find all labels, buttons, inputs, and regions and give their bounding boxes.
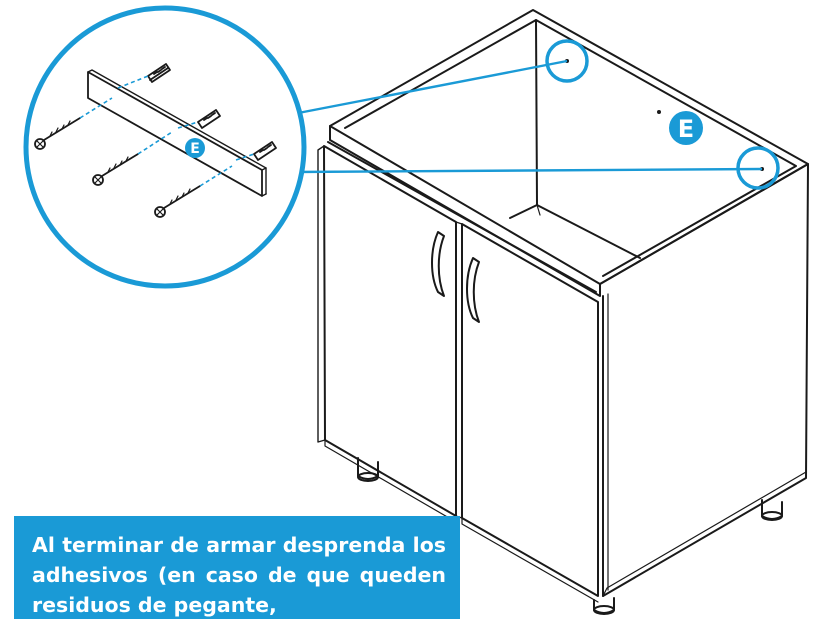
wall-plug-2 xyxy=(197,109,221,129)
cabinet xyxy=(327,9,809,597)
guide-lines xyxy=(79,75,255,187)
cabinet-top-rim xyxy=(329,9,809,285)
cabinet-legs xyxy=(357,457,783,615)
cabinet-inner-corner xyxy=(535,19,538,206)
screw-2 xyxy=(92,153,139,186)
cabinet-top-inner-rim xyxy=(344,19,797,277)
callout-marker-left xyxy=(545,39,589,83)
instruction-note: Al terminar de armar desprenda los adhes… xyxy=(14,516,460,619)
right-door-handle xyxy=(466,257,480,323)
part-label-badge-cabinet: E xyxy=(669,111,703,145)
part-label-cabinet: E xyxy=(678,115,694,143)
callout-marker-right xyxy=(736,146,780,190)
cabinet-right-side xyxy=(599,163,809,597)
wall-plug-1 xyxy=(147,63,171,83)
screw-3 xyxy=(154,185,201,218)
right-door xyxy=(461,223,599,597)
detail-zoom-circle xyxy=(23,5,307,289)
cabinet-doors xyxy=(317,145,599,603)
callout-lines xyxy=(261,39,780,190)
part-label-badge-detail: E xyxy=(185,138,205,158)
screw-1 xyxy=(34,117,81,150)
instruction-note-text: Al terminar de armar desprenda los adhes… xyxy=(32,533,446,617)
part-label-detail: E xyxy=(190,141,200,157)
detail-zoom xyxy=(23,5,307,289)
cabinet-inner-floor xyxy=(509,204,641,259)
wall-plug-3 xyxy=(253,141,277,161)
left-door-handle xyxy=(431,231,445,297)
